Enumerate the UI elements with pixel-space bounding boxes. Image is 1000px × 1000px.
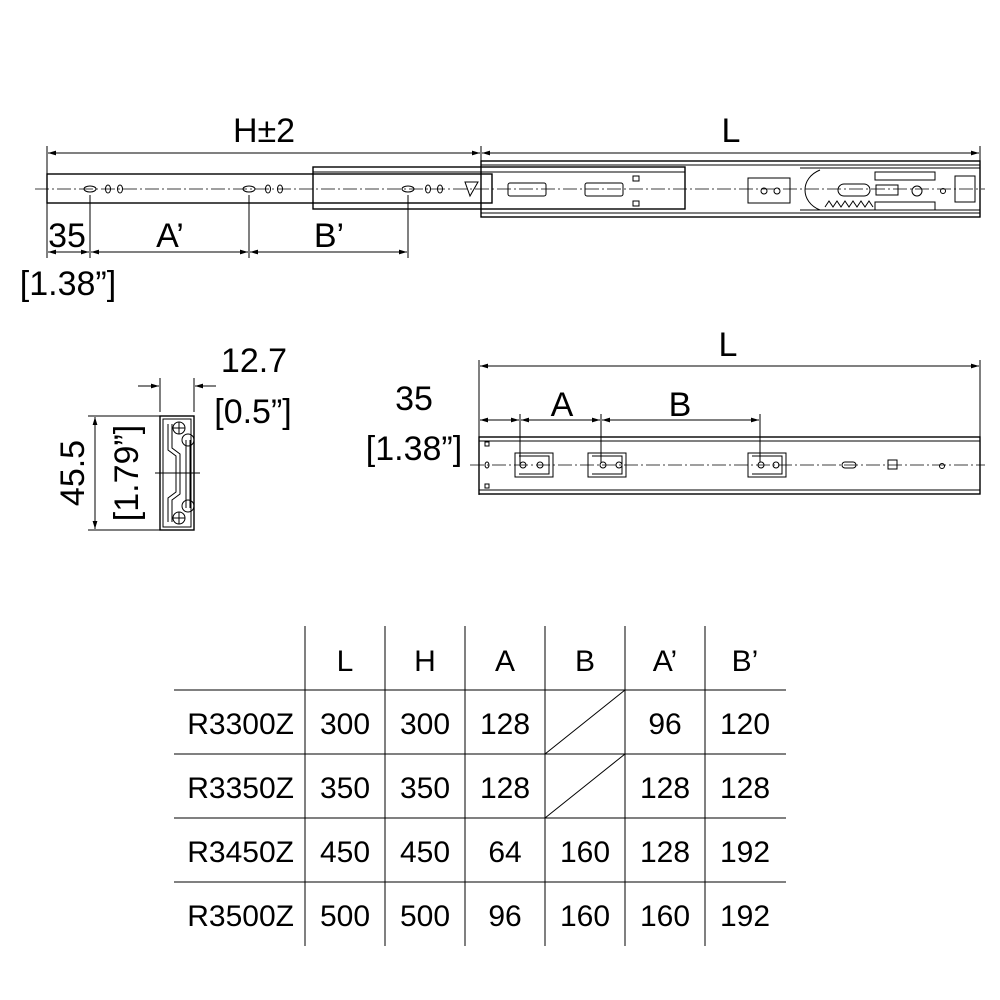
- rear-slot: [837, 183, 871, 197]
- side-view: L 35 [1.38”] A B: [366, 326, 985, 495]
- d35-label: 35: [48, 217, 86, 255]
- intermediate-profile: [167, 424, 177, 522]
- b-prime-label: B’: [314, 217, 344, 255]
- d35-inch-label: [1.38”]: [20, 265, 116, 303]
- section-view: 12.7 [0.5”] 45.5 [1.79”]: [54, 342, 292, 531]
- table-cell: 96: [488, 900, 521, 933]
- table-header-cell: L: [337, 645, 354, 678]
- table-cell: 120: [720, 708, 770, 741]
- rear-bracket: [747, 177, 791, 204]
- side-d35-inch-label: [1.38”]: [366, 430, 462, 468]
- a-prime-label: A’: [156, 217, 184, 255]
- table-row: R3450Z 450 450 64 160 128 192: [187, 836, 770, 869]
- table-cell: 64: [488, 836, 521, 869]
- model-cell: R3450Z: [187, 836, 294, 869]
- table-cell: 128: [720, 772, 770, 805]
- inner-round-hole: [425, 184, 431, 194]
- width-inch-label: [0.5”]: [214, 393, 291, 431]
- height-inch-label: [1.79”]: [108, 425, 146, 521]
- table-cell: 128: [640, 772, 690, 805]
- table-cell: 96: [648, 708, 681, 741]
- top-view: H±2 L: [20, 112, 985, 303]
- width-label: 12.7: [221, 342, 287, 380]
- mount-bracket: [587, 452, 627, 478]
- table-row: R3300Z 300 300 128 96 120: [187, 689, 770, 755]
- table-cell: 160: [560, 836, 610, 869]
- table-cell: 128: [480, 772, 530, 805]
- rear-bracket-hole: [760, 187, 768, 195]
- ball-bearing-bottom: [181, 499, 195, 513]
- intermediate-profile: [171, 424, 181, 522]
- rear-hole: [940, 188, 946, 194]
- table-cell: 192: [720, 836, 770, 869]
- outer-notch: [632, 200, 640, 207]
- empty-cell-diagonal: [544, 689, 626, 755]
- table-header-cell: A’: [653, 645, 677, 678]
- side-d35-label: 35: [395, 380, 433, 418]
- height-label: 45.5: [54, 440, 92, 506]
- side-outer-member: [478, 436, 981, 495]
- side-l-label: L: [719, 326, 738, 364]
- table-cell: 450: [400, 836, 450, 869]
- table-cell: 300: [320, 708, 370, 741]
- outer-slot: [584, 182, 624, 197]
- rear-bracket-hole: [773, 187, 781, 195]
- dimension-table: L H A B A’ B’ R3300Z 300 300 128 96 120 …: [174, 626, 786, 946]
- side-b-label: B: [669, 386, 692, 424]
- damper-body: [874, 171, 936, 181]
- mount-bracket: [514, 452, 554, 478]
- table-row: R3500Z 500 500 96 160 160 192: [187, 900, 770, 933]
- table-cell: 350: [400, 772, 450, 805]
- table-header-cell: B’: [732, 645, 759, 678]
- table-cell: 128: [640, 836, 690, 869]
- ball-bearing-top: [181, 433, 195, 447]
- table-cell: 500: [400, 900, 450, 933]
- table-cell: 160: [640, 900, 690, 933]
- table-cell: 450: [320, 836, 370, 869]
- l-dimension-label: L: [722, 112, 741, 150]
- outer-notch: [632, 175, 640, 182]
- damper-body: [874, 201, 936, 211]
- table-header-cell: B: [575, 645, 595, 678]
- table-cell: 500: [320, 900, 370, 933]
- inner-round-hole: [117, 184, 123, 194]
- rear-hole: [911, 185, 923, 197]
- table-cell: 128: [480, 708, 530, 741]
- h-dimension-label: H±2: [233, 112, 295, 150]
- side-corner-notch: [484, 441, 490, 447]
- side-corner-notch: [484, 483, 490, 489]
- rear-square-hole: [875, 184, 899, 196]
- empty-cell-diagonal: [544, 753, 626, 819]
- side-a-label: A: [551, 386, 574, 424]
- table-cell: 300: [400, 708, 450, 741]
- stop-tab: [464, 181, 479, 198]
- table-row: R3350Z 350 350 128 128 128: [187, 753, 770, 819]
- inner-member: [46, 173, 493, 204]
- model-cell: R3300Z: [187, 708, 294, 741]
- rear-clip: [804, 169, 821, 211]
- intermediate-member: [312, 166, 686, 210]
- table-header-cell: A: [495, 645, 515, 678]
- mount-bracket: [747, 452, 787, 478]
- model-cell: R3350Z: [187, 772, 294, 805]
- damper-spring: [824, 200, 874, 208]
- table-cell: 192: [720, 900, 770, 933]
- table-header-cell: H: [414, 645, 436, 678]
- side-rear-hole: [939, 463, 945, 469]
- table-cell: 350: [320, 772, 370, 805]
- table-cell: 160: [560, 900, 610, 933]
- side-square-hole: [887, 459, 898, 470]
- outer-slot: [507, 182, 547, 197]
- model-cell: R3500Z: [187, 900, 294, 933]
